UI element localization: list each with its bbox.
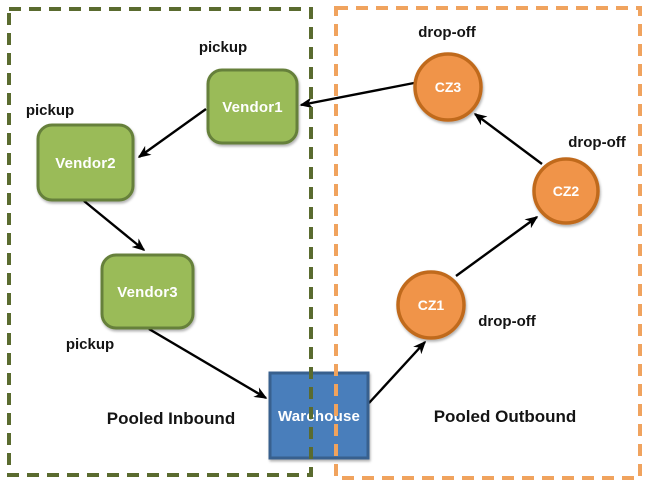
cz2-shape [532,157,600,225]
cz3-shape [413,52,483,122]
dropoff-label-cz1: drop-off [478,313,536,330]
pooled-inbound-region-border [7,7,313,477]
arrow-cz3-to-vendor1 [299,81,415,109]
cz1-label: CZ1 [418,297,445,313]
pickup-label-vendor2: pickup [26,102,74,119]
arrow-cz1-to-cz2 [455,216,539,277]
arrow-vendor3-to-warehouse [148,327,268,400]
pooled-inbound-label: Pooled Inbound [107,409,235,428]
vendor2-label: Vendor2 [55,155,116,172]
node-warehouse: Warehouse [268,371,370,460]
node-vendor1: Vendor1 [206,68,299,145]
vendor3-label: Vendor3 [117,284,178,301]
arrow-vendor1-to-vendor2 [137,108,207,158]
vendor2-shape [36,123,135,202]
node-cz2: CZ2 [532,157,600,225]
cz2-label: CZ2 [553,183,580,199]
vendor1-label: Vendor1 [222,99,283,116]
pooled-outbound-region-border [334,6,642,480]
vendor3-shape [100,253,195,330]
arrow-cz2-to-cz3 [473,113,543,165]
pooled-outbound-label: Pooled Outbound [434,407,577,426]
arrow-vendor2-to-vendor3 [83,200,146,251]
node-vendor3: Vendor3 [100,253,195,330]
warehouse-shape [268,371,370,460]
node-cz3: CZ3 [413,52,483,122]
arrow-warehouse-to-cz1 [368,340,427,404]
warehouse-label: Warehouse [278,408,360,425]
pickup-label-vendor3: pickup [66,336,114,353]
cz3-label: CZ3 [435,79,462,95]
dropoff-label-cz3: drop-off [418,24,476,41]
cz1-shape [396,270,466,340]
node-vendor2: Vendor2 [36,123,135,202]
node-cz1: CZ1 [396,270,466,340]
pickup-label-vendor1: pickup [199,39,247,56]
vendor1-shape [206,68,299,145]
flow-arrows [83,81,543,404]
node-annotations: pickup pickup pickup drop-off drop-off d… [26,24,627,353]
dropoff-label-cz2: drop-off [568,134,626,151]
